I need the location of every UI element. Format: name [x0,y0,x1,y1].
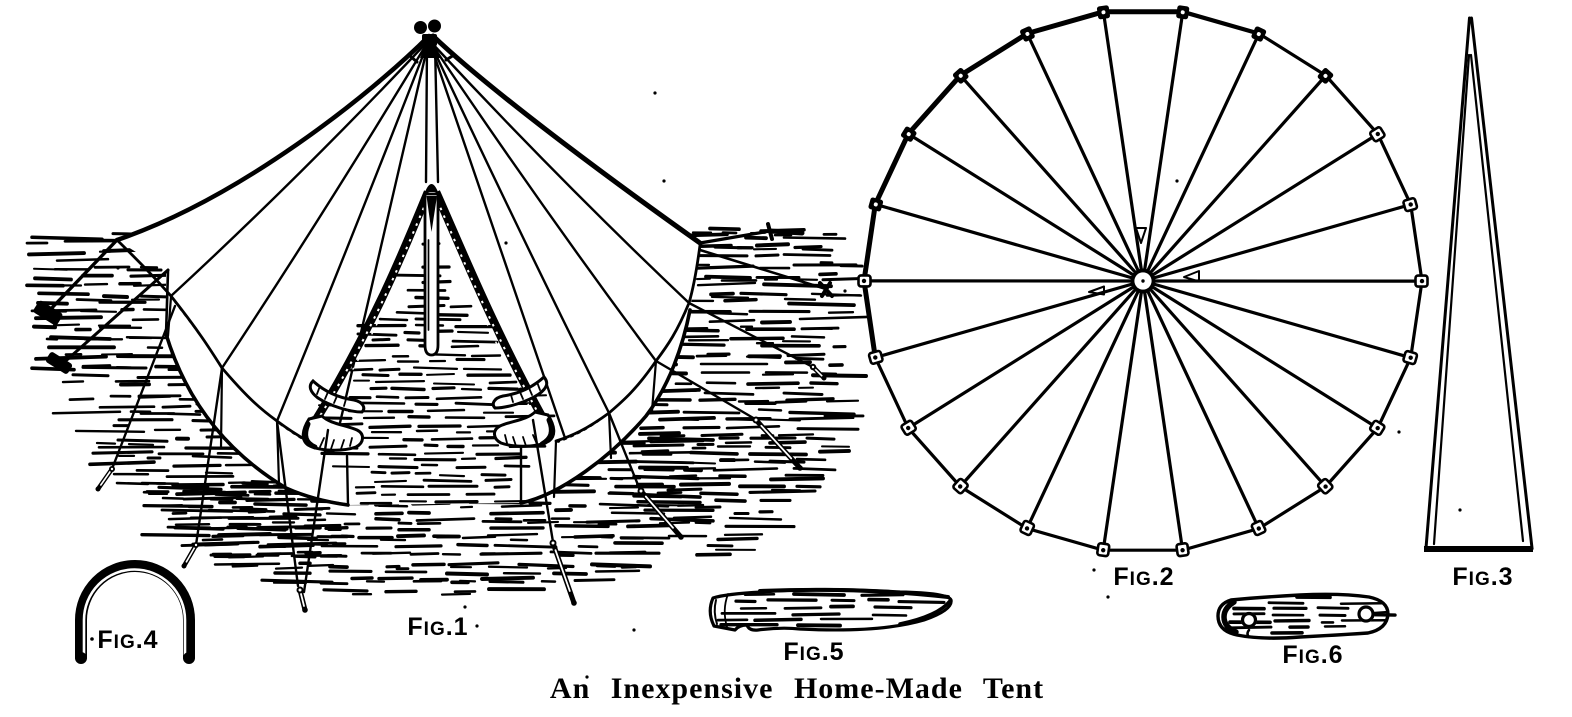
svg-text:An Inexpensive Home-Made Tent: An Inexpensive Home-Made Tent [550,672,1044,705]
